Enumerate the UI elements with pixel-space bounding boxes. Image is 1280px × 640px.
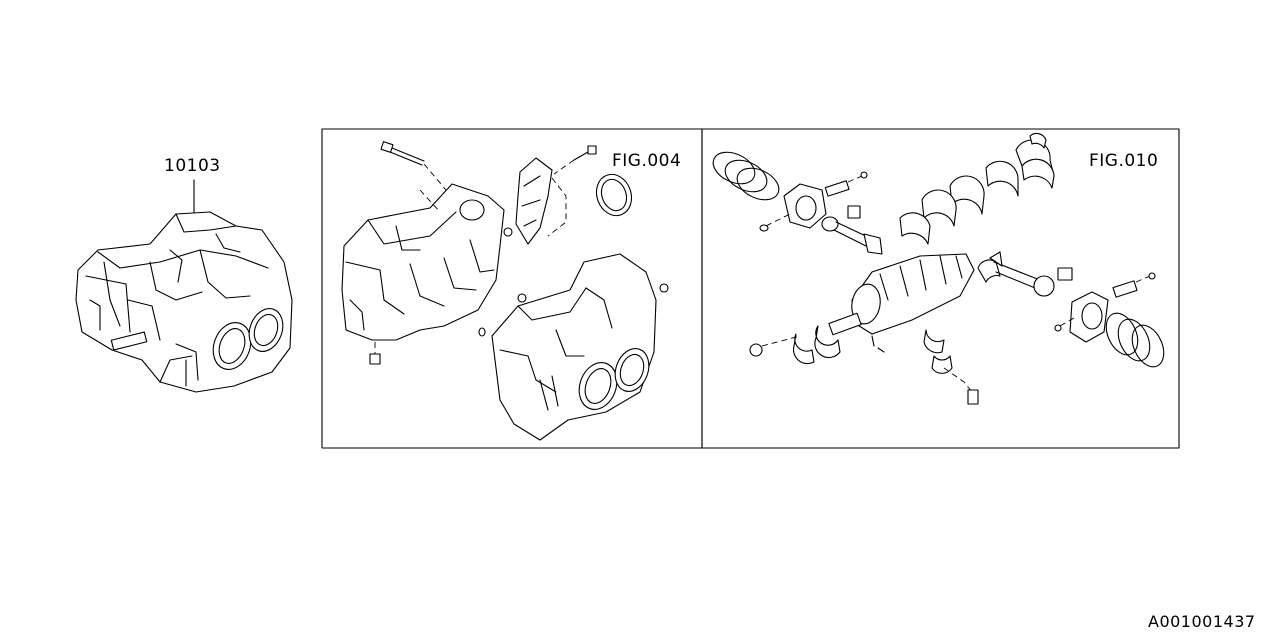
fig-004-parts[interactable] bbox=[341, 141, 669, 441]
part-number-label[interactable]: 10103 bbox=[164, 156, 221, 176]
nut-icon bbox=[369, 342, 381, 365]
small-bolt-icon bbox=[967, 389, 979, 405]
piston-rings-icon bbox=[712, 151, 780, 201]
crankcase-left-icon bbox=[341, 183, 505, 341]
fig-010-label[interactable]: FIG.010 bbox=[1089, 151, 1159, 171]
crankcase-right-icon bbox=[491, 253, 657, 441]
piston-rings-right-icon bbox=[1105, 312, 1165, 368]
bolt-icon bbox=[749, 343, 763, 357]
fig-010-frame bbox=[701, 128, 1180, 449]
piston-pin-icon bbox=[824, 180, 850, 197]
small-bolt-icon bbox=[553, 145, 597, 175]
bolt-icon bbox=[380, 141, 447, 191]
connecting-rod-icon bbox=[821, 216, 883, 255]
piston-right-icon bbox=[1054, 291, 1109, 343]
piston-icon bbox=[759, 183, 827, 232]
plate-icon bbox=[515, 157, 553, 245]
short-block-assembly[interactable] bbox=[75, 179, 293, 393]
plug-icon bbox=[503, 227, 513, 237]
fig-010-parts[interactable] bbox=[708, 132, 1170, 405]
fig-004-label[interactable]: FIG.004 bbox=[612, 151, 682, 171]
crankshaft-icon bbox=[828, 253, 975, 353]
diagram-id: A001001437 bbox=[1148, 612, 1256, 631]
bushing-icon bbox=[847, 205, 861, 219]
piston-pin-icon bbox=[1112, 280, 1138, 298]
lower-bearing-icon bbox=[793, 333, 815, 365]
bushing-icon bbox=[1057, 267, 1073, 281]
main-bearing-icon bbox=[899, 132, 1055, 245]
oil-seal-icon bbox=[595, 173, 633, 217]
connecting-rod-lower-icon bbox=[989, 251, 1055, 297]
